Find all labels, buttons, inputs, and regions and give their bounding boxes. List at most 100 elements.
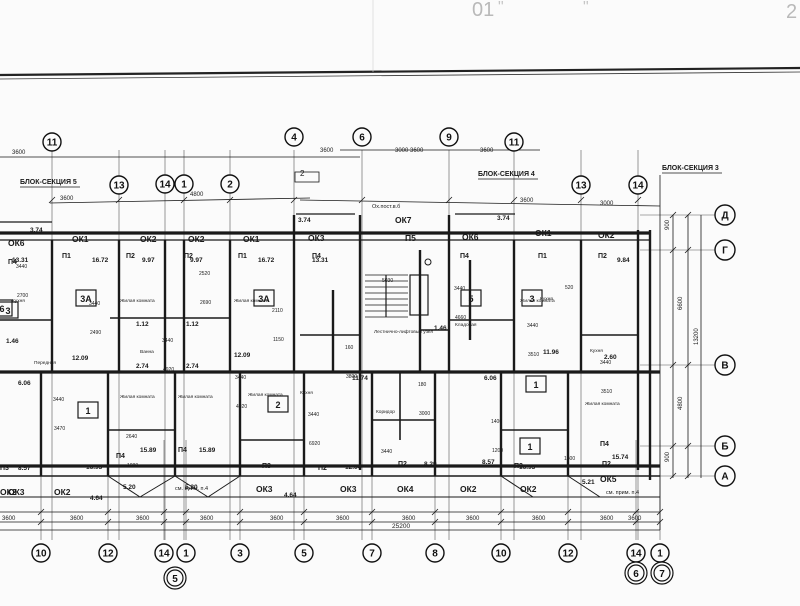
- axis-bubble-right: [714, 465, 736, 487]
- apartment-number: 1: [527, 442, 532, 452]
- top-dimension: 3000: [600, 201, 614, 207]
- axis-bubble-right: [714, 204, 736, 226]
- balcony-line: [139, 475, 176, 498]
- ghost-quote-mark: ": [583, 0, 589, 16]
- window-label: ОК2: [598, 230, 615, 240]
- dim-tick: [684, 211, 692, 219]
- axis-bubble: [174, 174, 194, 194]
- interior-dimension: 3800: [346, 374, 357, 380]
- axis-bubble-label: 5: [301, 549, 307, 560]
- dim-tick: [182, 508, 190, 516]
- interior-dimension: 2700: [17, 293, 28, 299]
- room-name: Жилая комната: [248, 392, 283, 398]
- room-area: 16.93: [86, 464, 103, 471]
- axis-bubble-label: 6: [359, 133, 365, 144]
- room-tag: П2: [598, 253, 607, 260]
- axis-bubble-right-label: А: [721, 472, 728, 483]
- section-mark-label: 2: [300, 169, 305, 178]
- interior-dimension: 1150: [273, 337, 284, 343]
- axis-bubble: [230, 543, 250, 563]
- room-area: 6.06: [484, 375, 497, 382]
- interior-dimension: 3440: [235, 375, 246, 381]
- apartment-number: 6: [0, 304, 5, 314]
- dim-tick: [160, 508, 168, 516]
- apartment-number: 3А: [258, 294, 270, 304]
- bottom-dimension: 3600: [2, 516, 16, 522]
- room-area: 15.89: [140, 447, 157, 454]
- dim-tick: [684, 361, 692, 369]
- sheet-code-text: 01: [472, 0, 494, 21]
- apartment-number-box: [77, 401, 99, 419]
- dim-tick: [684, 442, 692, 450]
- room-area: 2.74: [186, 363, 199, 370]
- top-dimension: 3600: [12, 150, 26, 156]
- dim-tick: [510, 196, 518, 204]
- room-area: 15.74: [612, 454, 629, 461]
- axis-bubble-label: 13: [113, 181, 125, 192]
- dim-tick: [300, 518, 308, 526]
- interior-dimension: 3510: [601, 389, 612, 395]
- window-label: ОК1: [72, 234, 89, 244]
- dim-tick: [497, 508, 505, 516]
- room-area: 12.04: [345, 464, 362, 471]
- interior-dimension: 3440: [308, 412, 319, 418]
- dim-tick: [368, 508, 376, 516]
- dim-tick: [634, 196, 642, 204]
- section-label: БЛОК-СЕКЦИЯ 5: [20, 179, 77, 186]
- bottom-dimension: 3600: [336, 516, 350, 522]
- interior-dimension: 1600: [564, 456, 575, 462]
- room-area: 5.20: [123, 484, 136, 491]
- section-circle-label: 6: [633, 569, 639, 580]
- window-label: ОК3: [308, 233, 325, 243]
- axis-bubble: [491, 543, 511, 563]
- interior-dimension: 1200: [492, 448, 503, 454]
- axis-bubble-label: 9: [446, 133, 452, 144]
- axis-bubble: [558, 543, 578, 563]
- stairs: 2: [294, 169, 432, 318]
- apartment-number: 1: [533, 380, 538, 390]
- elevator-shaft: [409, 274, 429, 316]
- room-name: Кухня: [12, 298, 25, 304]
- axis-bubble-right: [714, 239, 736, 261]
- room-area: 4.64: [284, 492, 297, 499]
- total-dimension: 25200: [392, 523, 410, 530]
- dim-tick: [290, 196, 298, 204]
- apartment-number: 2: [275, 400, 280, 410]
- room-area: 11.96: [543, 349, 559, 356]
- axis-bubble-label: 2: [227, 180, 233, 191]
- apartment-number-box: [267, 395, 289, 413]
- axis-bubble-label: 1: [183, 549, 189, 560]
- walls: [0, 213, 660, 498]
- axis-bubble-right-label: В: [721, 361, 728, 372]
- room-area: 6.06: [18, 380, 31, 387]
- dim-tick: [656, 518, 664, 526]
- interior-dimension: 2690: [200, 300, 211, 306]
- right-dimension: 4800: [678, 396, 684, 410]
- axis-bubble-label: 12: [102, 549, 114, 560]
- apartment-number: 3: [529, 294, 534, 304]
- room-name: Жилая комната: [520, 298, 555, 304]
- axis-bubble: [362, 543, 382, 563]
- interior-dimension: 4920: [163, 367, 174, 373]
- room-area: 3.74: [298, 217, 311, 224]
- interior-dimension: 2110: [272, 308, 283, 314]
- apartment-number-box: [0, 299, 13, 317]
- interior-dimension: 3470: [54, 426, 65, 432]
- dim-tick: [182, 518, 190, 526]
- dim-tick: [431, 518, 439, 526]
- section-circle-label: 5: [172, 574, 178, 585]
- room-area: 15.89: [199, 447, 216, 454]
- top-dimension: 3600: [480, 148, 494, 154]
- axis-bubble: [439, 127, 459, 147]
- riser-circle: [424, 258, 432, 266]
- window-label: ОК2: [0, 487, 17, 497]
- room-name: Кладовая: [455, 322, 477, 328]
- apartment-number: 5: [468, 294, 473, 304]
- window-label: ОК2: [460, 484, 477, 494]
- room-tag: П3: [0, 465, 9, 472]
- dim-tick: [358, 196, 366, 204]
- axis-bubble-right: [714, 354, 736, 376]
- balcony-line: [207, 475, 241, 498]
- section-circle-inner: [653, 564, 671, 582]
- frame-border-line: [0, 66, 800, 77]
